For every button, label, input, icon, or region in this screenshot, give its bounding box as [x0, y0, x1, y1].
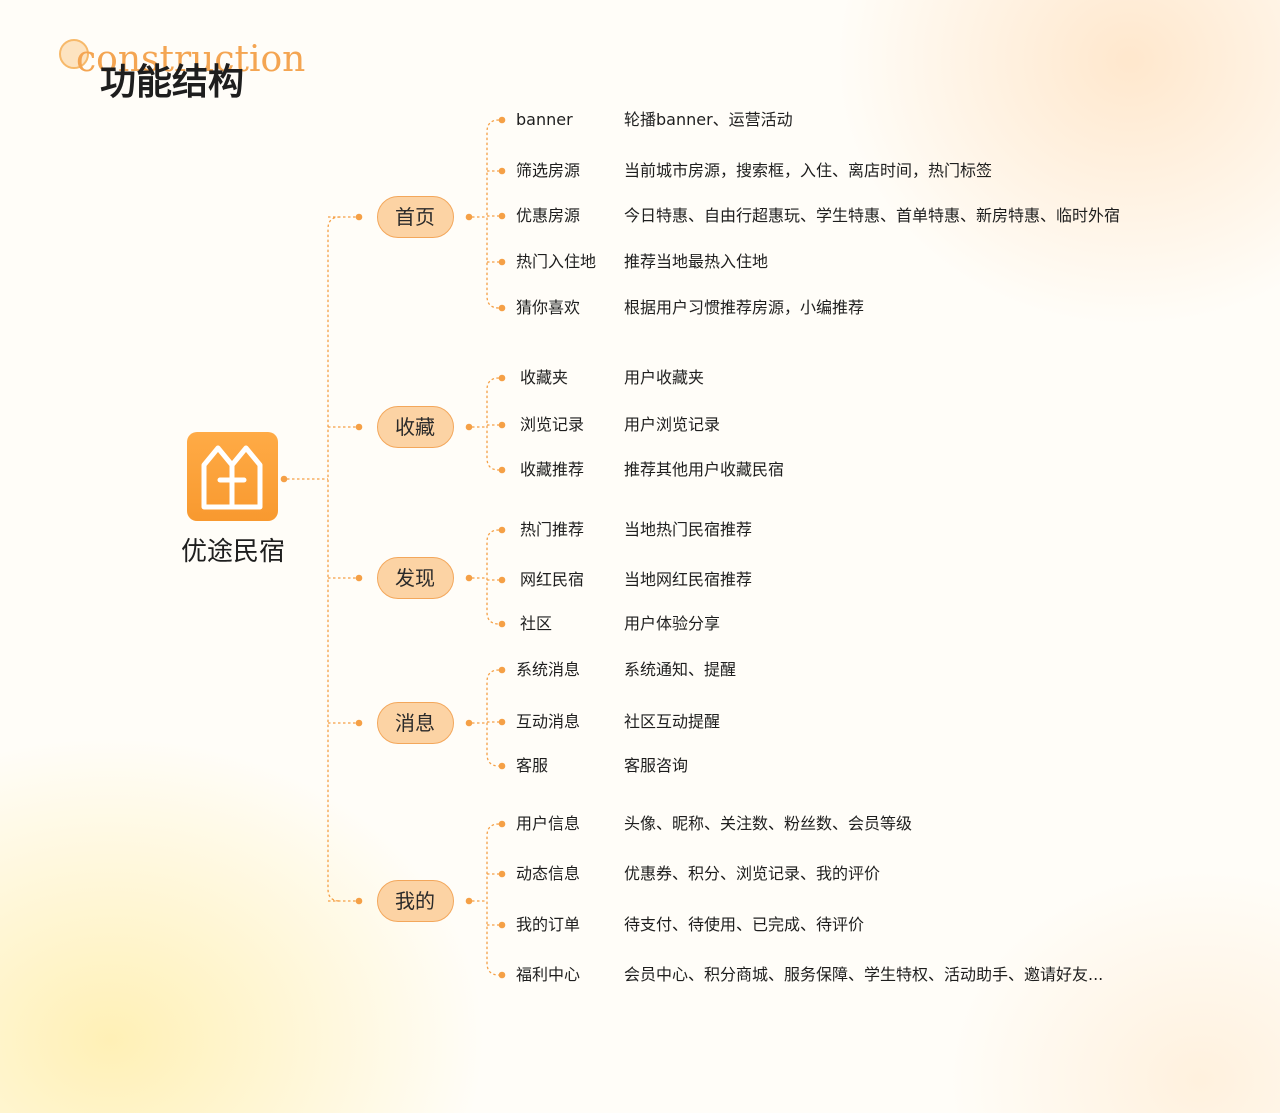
- category-branch-dot: [355, 213, 363, 221]
- feature-label: 社区: [520, 614, 553, 633]
- feature-description: 推荐其他用户收藏民宿: [624, 460, 785, 479]
- subtree-spine-line: [486, 377, 500, 471]
- main-spine-line: [327, 216, 341, 902]
- feature-description: 今日特惠、自由行超惠玩、学生特惠、首单特惠、新房特惠、临时外宿: [624, 206, 1121, 225]
- item-dot: [498, 374, 506, 382]
- feature-description: 待支付、待使用、已完成、待评价: [624, 915, 865, 934]
- category-node: 首页: [376, 196, 454, 238]
- feature-description: 当前城市房源，搜索框，入住、离店时间，热门标签: [624, 161, 993, 180]
- feature-label: 客服: [516, 756, 549, 775]
- feature-description: 优惠券、积分、浏览记录、我的评价: [624, 864, 881, 883]
- item-dot: [498, 620, 506, 628]
- feature-description: 用户收藏夹: [624, 368, 705, 387]
- item-dot: [498, 167, 506, 175]
- feature-description: 轮播banner、运营活动: [624, 110, 793, 129]
- english-title: construction: [76, 39, 306, 80]
- item-dot: [498, 466, 506, 474]
- item-dot: [498, 526, 506, 534]
- category-branch-dot: [355, 574, 363, 582]
- item-dot: [498, 258, 506, 266]
- feature-description: 用户体验分享: [624, 614, 721, 633]
- category-branch-dot: [355, 719, 363, 727]
- item-dot: [498, 421, 506, 429]
- item-dot: [498, 576, 506, 584]
- category-out-dot: [465, 423, 473, 431]
- feature-label: 系统消息: [516, 660, 581, 679]
- feature-description: 用户浏览记录: [624, 415, 721, 434]
- feature-description: 当地网红民宿推荐: [624, 570, 753, 589]
- feature-label: 收藏夹: [520, 368, 569, 387]
- app-name: 优途民宿: [180, 537, 285, 567]
- feature-description: 当地热门民宿推荐: [624, 520, 753, 539]
- item-dot: [498, 921, 506, 929]
- item-dot: [498, 304, 506, 312]
- category-branch-dot: [355, 897, 363, 905]
- category-node: 收藏: [376, 406, 454, 448]
- item-dot: [498, 718, 506, 726]
- category-node: 我的: [376, 880, 454, 922]
- subtree-spine-line: [486, 823, 500, 976]
- feature-description: 会员中心、积分商城、服务保障、学生特权、活动助手、邀请好友...: [624, 965, 1104, 984]
- subtree-spine-line: [486, 529, 500, 625]
- item-dot: [498, 971, 506, 979]
- feature-label: 互动消息: [516, 712, 581, 731]
- category-out-dot: [465, 574, 473, 582]
- page-title: 功能结构: [100, 62, 245, 103]
- feature-label: 动态信息: [516, 864, 581, 883]
- category-node: 消息: [376, 702, 454, 744]
- feature-label: 筛选房源: [516, 161, 581, 180]
- feature-label: 用户信息: [516, 814, 581, 833]
- item-dot: [498, 762, 506, 770]
- item-dot: [498, 666, 506, 674]
- category-out-dot: [465, 719, 473, 727]
- feature-label: 热门推荐: [520, 520, 585, 539]
- feature-label: 我的订单: [516, 915, 581, 934]
- subtree-spine-line: [486, 669, 500, 767]
- category-node: 发现: [376, 557, 454, 599]
- title-decoration-circle: [59, 39, 89, 69]
- item-dot: [498, 820, 506, 828]
- item-dot: [498, 212, 506, 220]
- feature-label: 收藏推荐: [520, 460, 585, 479]
- feature-label: 网红民宿: [520, 570, 585, 589]
- feature-description: 推荐当地最热入住地: [624, 252, 769, 271]
- feature-description: 社区互动提醒: [624, 712, 721, 731]
- feature-label: 浏览记录: [520, 415, 585, 434]
- category-out-dot: [465, 213, 473, 221]
- category-out-dot: [465, 897, 473, 905]
- feature-label: 福利中心: [516, 965, 581, 984]
- feature-description: 根据用户习惯推荐房源，小编推荐: [624, 298, 865, 317]
- root-connector-dot: [280, 475, 288, 483]
- item-dot: [498, 116, 506, 124]
- app-logo: [187, 432, 278, 521]
- house-icon: [201, 445, 263, 510]
- feature-label: 猜你喜欢: [516, 298, 581, 317]
- feature-label: 优惠房源: [516, 206, 581, 225]
- feature-description: 系统通知、提醒: [624, 660, 737, 679]
- feature-label: banner: [516, 110, 573, 129]
- category-branch-dot: [355, 423, 363, 431]
- subtree-spine-line: [486, 119, 500, 309]
- feature-description: 客服咨询: [624, 756, 689, 775]
- feature-description: 头像、昵称、关注数、粉丝数、会员等级: [624, 814, 913, 833]
- item-dot: [498, 870, 506, 878]
- feature-label: 热门入住地: [516, 252, 597, 271]
